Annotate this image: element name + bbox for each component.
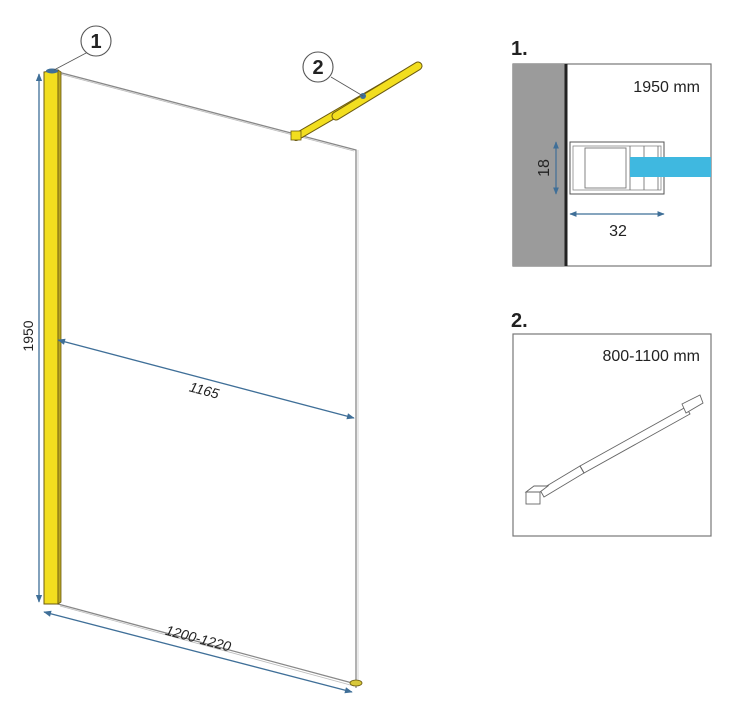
detail-2-length-text: 800-1100 mm [602,348,700,365]
main-drawing: 1 2 1950 1165 1200-1220 [20,25,423,694]
callout-1-number: 1 [90,31,101,53]
bottom-foot [349,679,363,687]
detail-2-label: 2. [511,310,528,332]
stabilizer-bar [290,61,423,141]
detail-2-panel: 2. 800-1100 mm [511,310,712,537]
glass-section [630,157,711,177]
height-label: 1950 [20,320,36,351]
callout-2: 2 [302,51,364,97]
glass-width-label: 1165 [188,379,221,402]
detail-1-panel: 1. 1950 mm 18 32 [511,38,712,267]
callout-2-number: 2 [312,57,323,79]
detail-1-depth-label: 18 [536,159,553,177]
wall-profile [43,68,62,605]
callout-1: 1 [53,25,112,71]
total-width-label: 1200-1220 [164,622,233,655]
detail-1-width-label: 32 [609,223,627,240]
total-width-dimension: 1200-1220 [43,610,353,694]
detail-1-label: 1. [511,38,528,60]
detail-1-height-text: 1950 mm [633,79,700,96]
glass-width-dimension: 1165 [57,338,355,420]
height-dimension: 1950 [20,73,43,603]
stabilizer-bar-outline [524,394,704,505]
